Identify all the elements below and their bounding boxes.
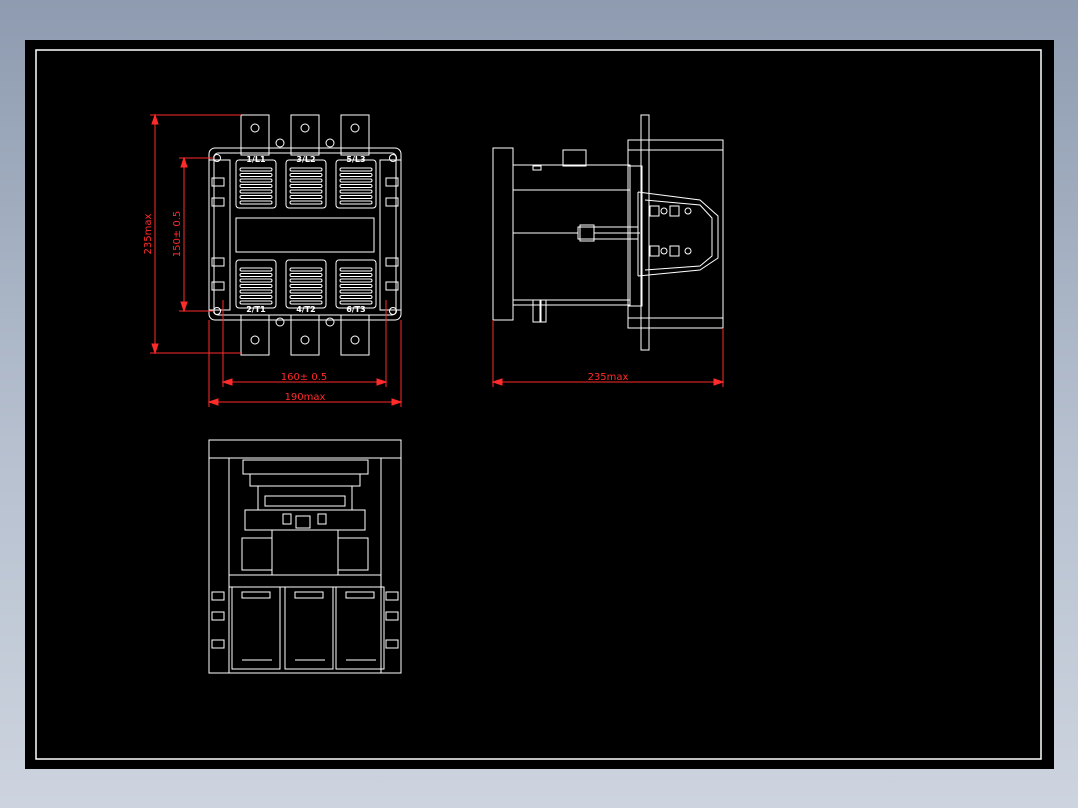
drawing-frame: 1/L1 3/L2 5/L3 2/T1 4/T2 6/T3 235max 150… bbox=[25, 40, 1054, 769]
terminal-label-bottom-2: 4/T2 bbox=[296, 305, 316, 314]
terminal-labels: 1/L1 3/L2 5/L3 2/T1 4/T2 6/T3 bbox=[246, 155, 366, 314]
terminal-label-top-1: 1/L1 bbox=[246, 155, 266, 164]
dim-depth-max: 235max bbox=[588, 372, 629, 383]
dim-width-max: 190max bbox=[285, 392, 326, 403]
dim-mount-width: 160± 0.5 bbox=[281, 372, 328, 383]
cad-drawing: 1/L1 3/L2 5/L3 2/T1 4/T2 6/T3 235max 150… bbox=[35, 49, 1042, 760]
terminal-label-bottom-1: 2/T1 bbox=[246, 305, 266, 314]
inner-border bbox=[35, 49, 1042, 760]
dim-mount-height: 150± 0.5 bbox=[172, 211, 183, 258]
front-view bbox=[208, 114, 402, 356]
dim-height-max: 235max bbox=[143, 213, 154, 254]
side-view bbox=[492, 114, 724, 351]
front-dimensions bbox=[150, 113, 403, 407]
terminal-label-bottom-3: 6/T3 bbox=[346, 305, 366, 314]
top-view bbox=[208, 439, 402, 674]
terminal-label-top-3: 5/L3 bbox=[346, 155, 365, 164]
side-dimensions bbox=[491, 320, 725, 387]
terminal-label-top-2: 3/L2 bbox=[296, 155, 315, 164]
